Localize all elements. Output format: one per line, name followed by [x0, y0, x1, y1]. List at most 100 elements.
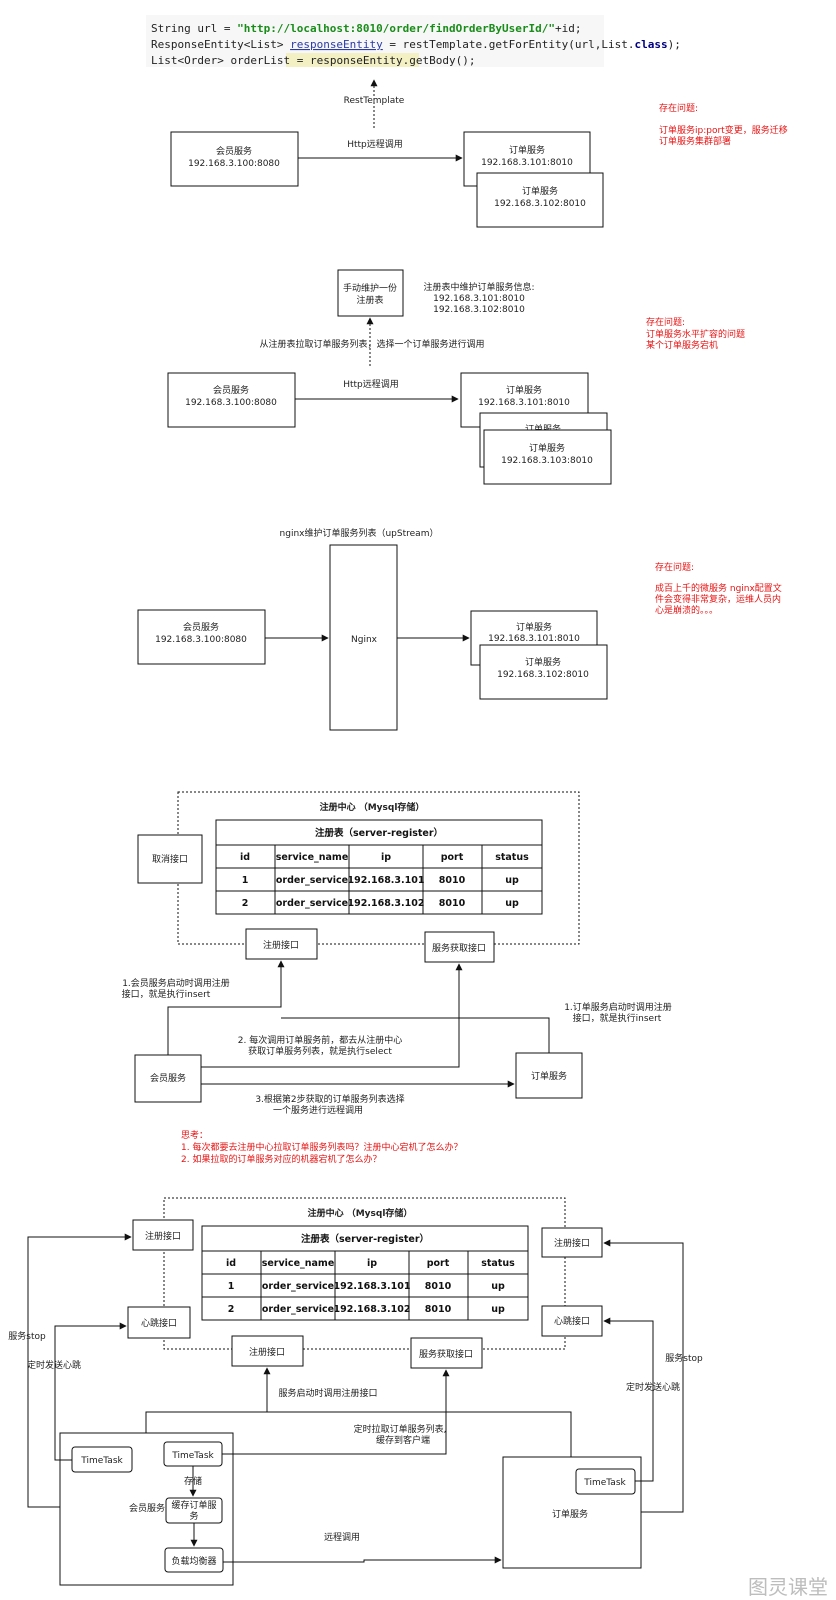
service-stop-left-arrow: [27, 1233, 132, 1508]
table-cell: up: [505, 875, 519, 886]
issue-title-2: 存在问题:: [646, 316, 685, 328]
table-header-status: status: [481, 1258, 515, 1269]
pull-cache-arrow: [222, 1369, 450, 1455]
remote-call-label: 远程调用: [324, 1532, 360, 1543]
order-service-s2-1-ip: 192.168.3.101:8010: [478, 398, 570, 408]
timetask-left-label: TimeTask: [80, 1456, 123, 1466]
heartbeat-right-arrow: [603, 1317, 654, 1482]
nginx-label: Nginx: [351, 635, 378, 645]
issue-2-line-1: 订单服务水平扩容的问题: [646, 328, 745, 340]
registry-table-body: [215, 844, 543, 915]
registry-info-1: 注册表中维护订单服务信息:: [423, 281, 534, 293]
order-startup-register-line: [267, 1411, 572, 1457]
order-service-s2-1-name: 订单服务: [506, 384, 542, 396]
register-api-bottom-label: 注册接口: [249, 1346, 285, 1358]
manual-registry-line-2: 注册表: [356, 294, 383, 306]
order-service-label-s5: 订单服务: [552, 1508, 588, 1520]
service-stop-left-label: 服务stop: [8, 1330, 46, 1342]
order-service-box-s3-2: [479, 644, 608, 700]
table-header-service-name: service_name: [276, 852, 349, 863]
think-question-1: 1. 每次都要去注册中心拉取订单服务列表吗？注册中心宕机了怎么办？: [181, 1141, 462, 1153]
cancel-api-label: 取消接口: [152, 853, 188, 865]
note-order-register-2: 接口，就是执行insert: [573, 1012, 662, 1024]
heartbeat-right-label: 定时发送心跳: [626, 1381, 680, 1393]
order-service-label-s4: 订单服务: [531, 1070, 567, 1082]
issue-1-line-1: 订单服务ip:port变更，服务迁移: [659, 124, 788, 136]
order-service-1-ip: 192.168.3.101:8010: [481, 158, 573, 168]
registry-info-2: 192.168.3.101:8010: [433, 294, 525, 304]
think-question-2: 2. 如果拉取的订单服务对应的机器宕机了怎么办？: [181, 1153, 381, 1165]
order-service-s3-1-ip: 192.168.3.101:8010: [488, 634, 580, 644]
watermark: 图灵课堂: [748, 1575, 828, 1599]
table-header-ip: ip: [367, 1258, 377, 1269]
member-service-name-s3: 会员服务: [183, 621, 219, 633]
member-service-name: 会员服务: [216, 145, 252, 157]
manual-registry-box: [337, 269, 404, 317]
table-cell: 1: [228, 1281, 235, 1292]
code-snippet: String url = "http://localhost:8010/orde…: [146, 15, 681, 67]
discover-api-label-s5: 服务获取接口: [419, 1348, 473, 1360]
order-service-s2-3-name: 订单服务: [529, 442, 565, 454]
note-pull-2: 获取订单服务列表，就是执行select: [248, 1045, 392, 1057]
table-cell: 8010: [425, 1304, 452, 1315]
registry-table-title-cell-s5: [201, 1225, 529, 1252]
table-header-service-name: service_name: [262, 1258, 335, 1269]
member-service-box-s2: [167, 372, 296, 428]
registry-table-s4: 注册表（server-register） id service_name ip …: [215, 819, 543, 915]
registry-info-3: 192.168.3.102:8010: [433, 305, 525, 315]
order-service-s3-1-name: 订单服务: [516, 621, 552, 633]
table-cell: 8010: [439, 875, 466, 886]
pull-registry-label: 从注册表拉取订单服务列表，选择一个订单服务进行调用: [259, 338, 484, 350]
note-pull-1: 2. 每次调用订单服务前，都去从注册中心: [238, 1034, 402, 1046]
http-call-label: Http远程调用: [347, 139, 403, 150]
think-title: 思考：: [181, 1130, 208, 1141]
http-call-label-s2: Http远程调用: [343, 379, 399, 390]
member-service-box-s4: [134, 1054, 202, 1103]
register-api-right-label: 注册接口: [554, 1237, 590, 1249]
issue-title-1: 存在问题:: [659, 102, 698, 114]
load-balancer-label: 负载均衡器: [171, 1555, 216, 1567]
issue-3-line-2: 件会变得非常复杂，运维人员内: [655, 593, 781, 605]
member-service-box-s3: [137, 609, 266, 665]
member-service-ip-s2: 192.168.3.100:8080: [185, 398, 277, 408]
table-cell: 8010: [425, 1281, 452, 1292]
table-cell: 1: [242, 875, 249, 886]
member-service-box: [170, 131, 299, 187]
table-cell: 192.168.3.102: [334, 1304, 411, 1315]
cache-label-1: 缓存订单服: [171, 1499, 216, 1511]
order-service-2-ip: 192.168.3.102:8010: [494, 199, 586, 209]
note-order-register-1: 1.订单服务启动时调用注册: [564, 1001, 672, 1013]
table-header-port: port: [427, 1258, 450, 1269]
code-line-1: String url = "http://localhost:8010/orde…: [151, 22, 581, 35]
remote-call-arrow: [223, 1556, 502, 1564]
table-header-ip: ip: [381, 852, 391, 863]
register-api-label-s4: 注册接口: [263, 939, 299, 951]
heartbeat-left-label: 定时发送心跳: [27, 1359, 81, 1371]
order-service-box-s2-3: [483, 429, 612, 485]
order-service-s2-3-ip: 192.168.3.103:8010: [501, 456, 593, 466]
order-register-line: [281, 1017, 550, 1053]
cancel-api-box: [137, 834, 203, 884]
registry-table-s5: 注册表（server-register） id service_name ip …: [201, 1225, 529, 1321]
table-cell: 2: [228, 1304, 235, 1315]
startup-register-label: 服务启动时调用注册接口: [278, 1387, 377, 1399]
code-highlight: [286, 53, 419, 67]
table-header-id: id: [226, 1258, 236, 1269]
table-cell: order_service: [276, 898, 348, 909]
section-1-direct-call: String url = "http://localhost:8010/orde…: [146, 15, 788, 228]
table-cell: 2: [242, 898, 249, 909]
table-header-id: id: [240, 852, 250, 863]
order-service-1-name: 订单服务: [509, 144, 545, 156]
issue-title-3: 存在问题:: [655, 561, 694, 573]
table-cell: order_service: [262, 1281, 334, 1292]
service-stop-right-label: 服务stop: [665, 1352, 703, 1364]
member-service-label-s5: 会员服务: [129, 1502, 165, 1514]
discover-api-label-s4: 服务获取接口: [432, 942, 486, 954]
section-5-registry-heartbeat: 注册中心 （Mysql存储） 注册表（server-register） id s…: [8, 1197, 703, 1586]
heartbeat-api-right-label: 心跳接口: [554, 1315, 590, 1327]
heartbeat-api-right-box: [541, 1305, 603, 1337]
code-line-3: List<Order> orderList = responseEntity.g…: [151, 54, 476, 67]
heartbeat-api-left-label: 心跳接口: [141, 1317, 177, 1329]
table-cell: order_service: [262, 1304, 334, 1315]
